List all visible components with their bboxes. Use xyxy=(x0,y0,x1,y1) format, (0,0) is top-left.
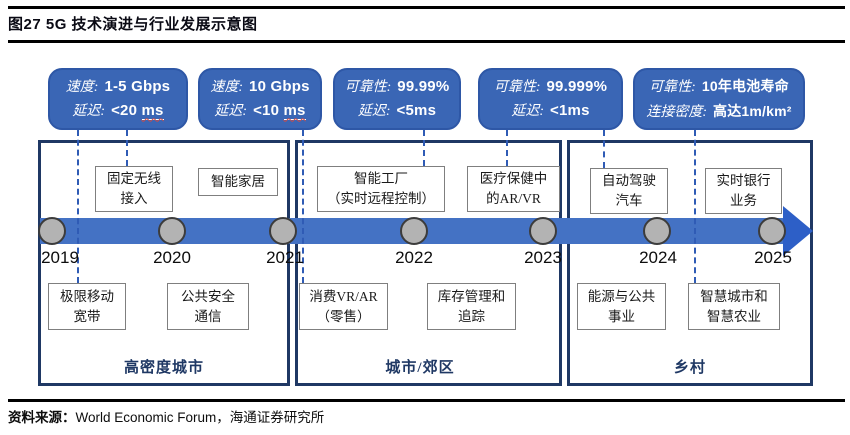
spec-value: 高达1m/km² xyxy=(713,102,792,119)
source-line: 资料来源：World Economic Forum，海通证券研究所 xyxy=(8,406,324,426)
spec-value: 10 Gbps xyxy=(249,77,310,95)
year-label-2025: 2025 xyxy=(754,248,792,267)
spec-value: <1ms xyxy=(550,101,590,119)
spec-label: 可靠性: xyxy=(493,79,541,95)
spec-value: <5ms xyxy=(396,101,437,119)
connector-fixed-wireless xyxy=(126,130,128,166)
app-fixed-wireless-access: 固定无线接入 xyxy=(95,166,173,212)
spec-label: 延迟: xyxy=(357,103,391,119)
spec-label: 可靠性: xyxy=(344,79,392,95)
spec-label: 延迟: xyxy=(72,103,106,119)
milestone-dot-2019 xyxy=(38,217,66,245)
callout-battery-density: 可靠性: 10年电池寿命 连接密度: 高达1m/km² xyxy=(633,68,805,130)
region-box-dense-urban xyxy=(38,140,290,386)
milestone-dot-2023 xyxy=(529,217,557,245)
connector-smart-factory xyxy=(423,130,425,166)
milestone-dot-2021 xyxy=(269,217,297,245)
connector-extreme-broadband xyxy=(77,130,79,283)
year-label-2024: 2024 xyxy=(639,248,677,267)
year-label-2021: 2021 xyxy=(266,248,304,267)
app-smart-home: 智能家居 xyxy=(198,168,278,196)
connector-consumer-vr xyxy=(302,130,304,283)
app-energy-utilities: 能源与公共事业 xyxy=(577,283,666,330)
app-autonomous-cars: 自动驾驶汽车 xyxy=(590,168,668,214)
title-underline xyxy=(8,40,845,43)
app-consumer-vr-ar: 消费VR/AR（零售） xyxy=(299,283,388,330)
spec-value: <10 ms xyxy=(253,101,306,120)
source-text: World Economic Forum，海通证券研究所 xyxy=(75,410,325,425)
app-smart-factory: 智能工厂（实时远程控制） xyxy=(317,166,445,212)
spec-value: 1-5 Gbps xyxy=(104,77,171,95)
top-rule xyxy=(8,6,845,9)
region-box-urban-suburban xyxy=(295,140,562,386)
app-public-safety-comms: 公共安全通信 xyxy=(167,283,249,330)
source-label: 资料来源： xyxy=(8,410,76,425)
milestone-dot-2025 xyxy=(758,217,786,245)
spec-label: 延迟: xyxy=(214,103,248,119)
connector-autonomous-cars xyxy=(603,130,605,168)
milestone-dot-2020 xyxy=(158,217,186,245)
callout-reliability-99999: 可靠性: 99.999% 延迟: <1ms xyxy=(478,68,623,130)
app-extreme-mobile-broadband: 极限移动宽带 xyxy=(48,283,126,330)
year-label-2023: 2023 xyxy=(524,248,562,267)
figure-title: 图27 5G 技术演进与行业发展示意图 xyxy=(8,16,258,33)
footer-rule xyxy=(8,399,845,402)
spec-label: 延迟: xyxy=(511,103,545,119)
spec-label: 速度: xyxy=(65,79,99,95)
region-label-rural: 乡村 xyxy=(673,360,706,376)
callout-reliability-9999: 可靠性: 99.99% 延迟: <5ms xyxy=(333,68,461,130)
app-realtime-banking: 实时银行业务 xyxy=(705,168,782,214)
callout-speed-1-5gbps: 速度: 1-5 Gbps 延迟: <20 ms xyxy=(48,68,188,130)
year-label-2019: 2019 xyxy=(41,248,79,267)
spec-value: <20 ms xyxy=(111,101,164,120)
spec-label: 速度: xyxy=(210,79,244,95)
spec-value: 99.99% xyxy=(397,77,450,95)
callout-speed-10gbps: 速度: 10 Gbps 延迟: <10 ms xyxy=(198,68,322,130)
connector-healthcare-arvr xyxy=(506,130,508,166)
milestone-dot-2022 xyxy=(400,217,428,245)
year-label-2022: 2022 xyxy=(395,248,433,267)
region-box-rural xyxy=(567,140,813,386)
spec-label: 可靠性: xyxy=(649,79,696,95)
connector-smart-city xyxy=(694,130,696,283)
app-inventory-tracking: 库存管理和追踪 xyxy=(427,283,516,330)
spec-label: 连接密度: xyxy=(646,104,708,120)
milestone-dot-2024 xyxy=(643,217,671,245)
app-smart-city-agriculture: 智慧城市和智慧农业 xyxy=(688,283,780,330)
spec-value: 99.999% xyxy=(546,77,608,95)
year-label-2020: 2020 xyxy=(153,248,191,267)
region-label-dense-urban: 高密度城市 xyxy=(123,360,204,376)
timeline-arrowhead-icon xyxy=(783,206,813,256)
spec-value: 10年电池寿命 xyxy=(701,77,789,94)
region-label-urban-suburban: 城市/郊区 xyxy=(385,360,455,376)
app-healthcare-arvr: 医疗保健中的AR/VR xyxy=(467,166,560,212)
